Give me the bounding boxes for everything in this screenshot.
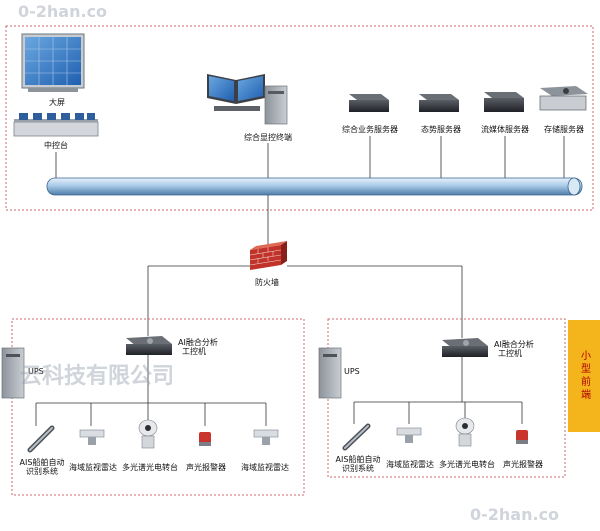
watermark-top: 0-2han.co	[18, 2, 108, 21]
business-server-label: 综合业务服务器	[342, 125, 398, 134]
streaming-server-icon	[484, 92, 524, 112]
left-device-bus	[35, 402, 267, 426]
small-frontend-label: 小型前端	[578, 350, 590, 402]
alarm-icon	[199, 432, 211, 446]
right-ai-box-icon	[442, 338, 488, 357]
left-site-frame	[11, 318, 305, 496]
firewall-label: 防火墙	[255, 278, 279, 287]
watermark-middle: 云科技有限公司	[20, 364, 175, 389]
small-frontend-panel: 小型前端	[568, 320, 600, 432]
display-terminal-label: 综合显控终端	[244, 133, 292, 142]
radar-icon	[79, 429, 105, 445]
right-ptz-label: 多光谱光电转台	[439, 460, 495, 469]
left-ups-label: UPS	[28, 367, 44, 376]
radar-icon	[253, 429, 279, 445]
situation-server-icon	[419, 94, 459, 112]
big-screen-icon	[21, 33, 85, 92]
ptz-camera-icon	[455, 417, 475, 447]
right-device-bus	[353, 401, 523, 424]
right-alarm-label: 声光报警器	[503, 460, 543, 469]
ais-antenna-icon	[342, 423, 371, 451]
left-ptz-label: 多光谱光电转台	[122, 463, 178, 472]
left-alarm-label: 声光报警器	[186, 463, 226, 472]
business-server-icon	[349, 94, 389, 112]
radar-icon	[396, 427, 422, 443]
left-ais-label: AIS船舶自动 识别系统	[19, 458, 65, 477]
right-ai-box-label: AI融合分析 工控机	[494, 340, 534, 359]
storage-server-icon	[539, 86, 588, 111]
control-center-frame	[5, 25, 594, 211]
right-site-frame	[327, 318, 566, 478]
main-network-bus	[46, 177, 583, 196]
streaming-server-label: 流媒体服务器	[481, 125, 529, 134]
left-ai-box-icon	[126, 336, 172, 355]
left-radar2-label: 海域监视雷达	[241, 463, 289, 472]
left-ai-box-label: AI融合分析 工控机	[178, 338, 218, 357]
top-connectors	[55, 136, 565, 178]
ais-antenna-icon	[27, 425, 55, 453]
right-ups-icon	[318, 347, 342, 399]
right-ais-label: AIS船舶自动 识别系统	[335, 455, 381, 474]
firewall-icon	[249, 241, 287, 270]
watermark-bottom: 0-2han.co	[470, 505, 560, 524]
ptz-camera-icon	[138, 419, 158, 449]
right-radar-label: 海域监视雷达	[386, 460, 434, 469]
left-radar-label: 海域监视雷达	[69, 463, 117, 472]
site-split-connectors	[147, 265, 463, 338]
console-label: 中控台	[44, 141, 68, 150]
storage-server-label: 存储服务器	[544, 125, 584, 134]
left-ups-icon	[1, 347, 25, 399]
right-ups-label: UPS	[344, 367, 360, 376]
display-terminal-icon	[207, 74, 288, 125]
big-screen-label: 大屏	[49, 98, 65, 107]
situation-server-label: 态势服务器	[421, 125, 461, 134]
alarm-icon	[516, 430, 528, 444]
console-desk-icon	[13, 113, 99, 137]
